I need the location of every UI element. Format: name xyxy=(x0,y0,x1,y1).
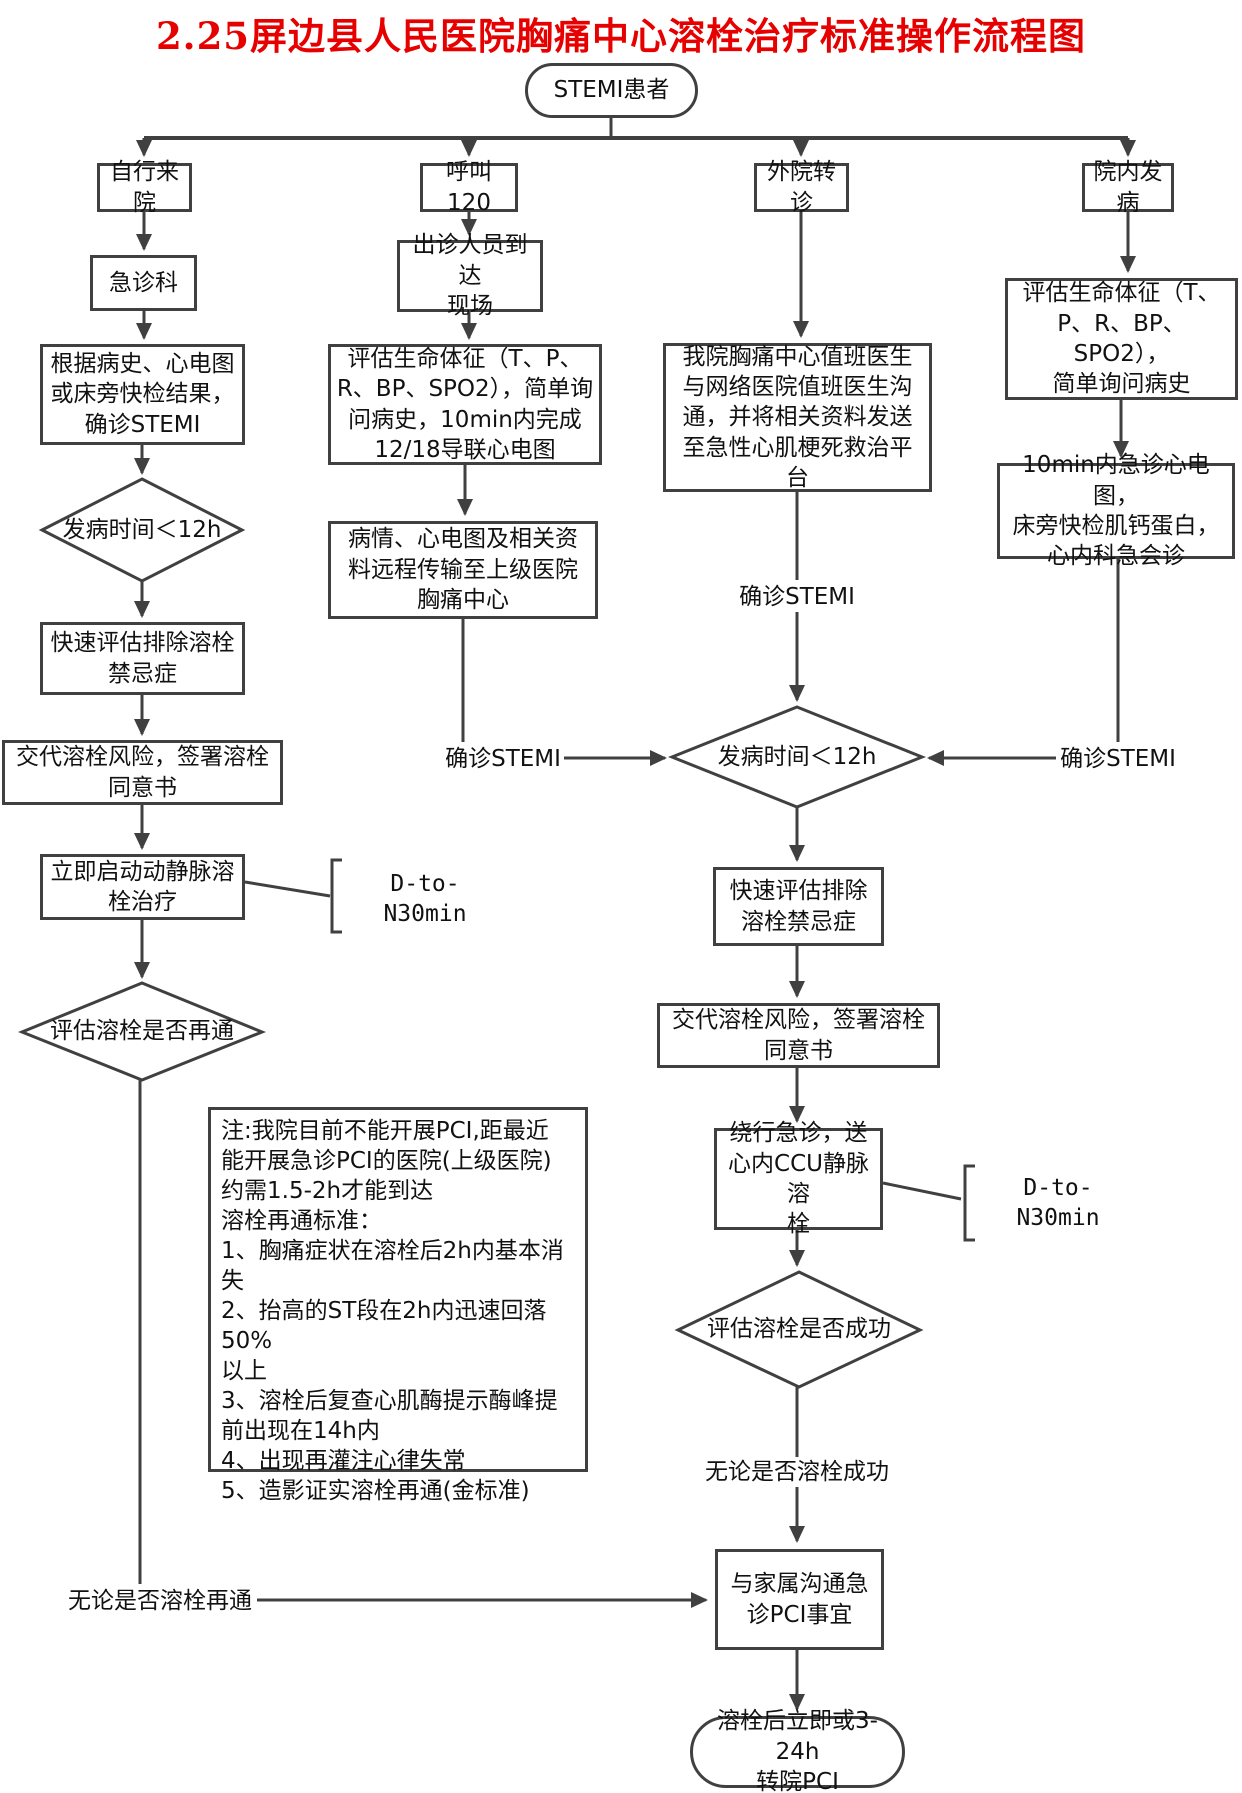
diamond-shape-repatency xyxy=(17,981,267,1082)
diamond-assess-repatency: 评估溶栓是否再通 xyxy=(50,1018,234,1045)
start-terminal: STEMI患者 xyxy=(525,63,698,118)
diamond-assess-success: 评估溶栓是否成功 xyxy=(707,1316,891,1343)
label-d-to-n-left: D-to-N30min xyxy=(383,870,467,927)
box-vitals-120: 评估生命体征（T、P、 R、BP、SPO2），简单询 问病史，10min内完成 … xyxy=(328,344,602,465)
diamond-shape-success xyxy=(674,1270,924,1389)
diamond-onset-time-left: 发病时间＜12h xyxy=(62,516,222,543)
box-diagnose-stemi: 根据病史、心电图 或床旁快检结果， 确诊STEMI xyxy=(40,344,245,445)
box-vitals-inhospital: 评估生命体征（T、 P、R、BP、SPO2）， 简单询问病史 xyxy=(1005,278,1238,400)
box-emergency-dept: 急诊科 xyxy=(90,255,197,311)
box-transfer-in: 外院转诊 xyxy=(754,159,849,216)
box-family-communication: 与家属沟通急 诊PCI事宜 xyxy=(715,1549,884,1650)
box-exclude-contraindication-left: 快速评估排除溶栓 禁忌症 xyxy=(40,622,245,695)
note-box: 注:我院目前不能开展PCI,距最近 能开展急诊PCI的医院(上级医院) 约需1.… xyxy=(208,1107,588,1504)
diamond-shape-onset-left xyxy=(38,477,246,583)
box-transmit-data: 病情、心电图及相关资 料远程传输至上级医院 胸痛中心 xyxy=(328,521,598,619)
box-consent-left: 交代溶栓风险，签署溶栓 同意书 xyxy=(2,740,283,805)
diamond-shape-onset-center xyxy=(667,705,927,809)
page-title: 2.25屏边县人民医院胸痛中心溶栓治疗标准操作流程图 xyxy=(155,14,1087,58)
diamond-onset-time-center: 发病时间＜12h xyxy=(717,743,877,770)
box-bypass-ccu: 绕行急诊，送 心内CCU静脉溶 栓 xyxy=(714,1120,883,1237)
box-inhospital-onset: 院内发病 xyxy=(1082,159,1174,216)
box-team-arrive: 出诊人员到达 现场 xyxy=(397,232,543,319)
box-consent-center: 交代溶栓风险，签署溶栓 同意书 xyxy=(657,1003,940,1068)
label-confirm-stemi-inhospital: 确诊STEMI xyxy=(1058,744,1178,774)
end-terminal-transfer-pci: 溶栓后立即或3-24h 转院PCI xyxy=(690,1708,905,1793)
connector-lines xyxy=(134,118,1136,1711)
box-call-120: 呼叫120 xyxy=(420,159,518,216)
label-regardless-success: 无论是否溶栓成功 xyxy=(700,1457,894,1487)
decision-diamond-shapes xyxy=(17,477,927,1389)
box-self-arrival: 自行来院 xyxy=(97,159,192,216)
box-ecg-10min: 10min内急诊心电图， 床旁快检肌钙蛋白， 心内科急会诊 xyxy=(997,452,1235,569)
label-regardless-repatency: 无论是否溶栓再通 xyxy=(63,1586,257,1616)
label-d-to-n-center: D-to-N30min xyxy=(1016,1174,1100,1231)
box-network-communication: 我院胸痛中心值班医生 与网络医院值班医生沟 通，并将相关资料发送 至急性心肌梗死… xyxy=(663,343,932,492)
box-exclude-contraindication-center: 快速评估排除 溶栓禁忌症 xyxy=(713,867,884,946)
label-confirm-stemi-transfer: 确诊STEMI xyxy=(737,582,857,612)
label-confirm-stemi-120: 确诊STEMI xyxy=(443,744,563,774)
box-start-thrombolysis: 立即启动动静脉溶 栓治疗 xyxy=(40,854,245,920)
